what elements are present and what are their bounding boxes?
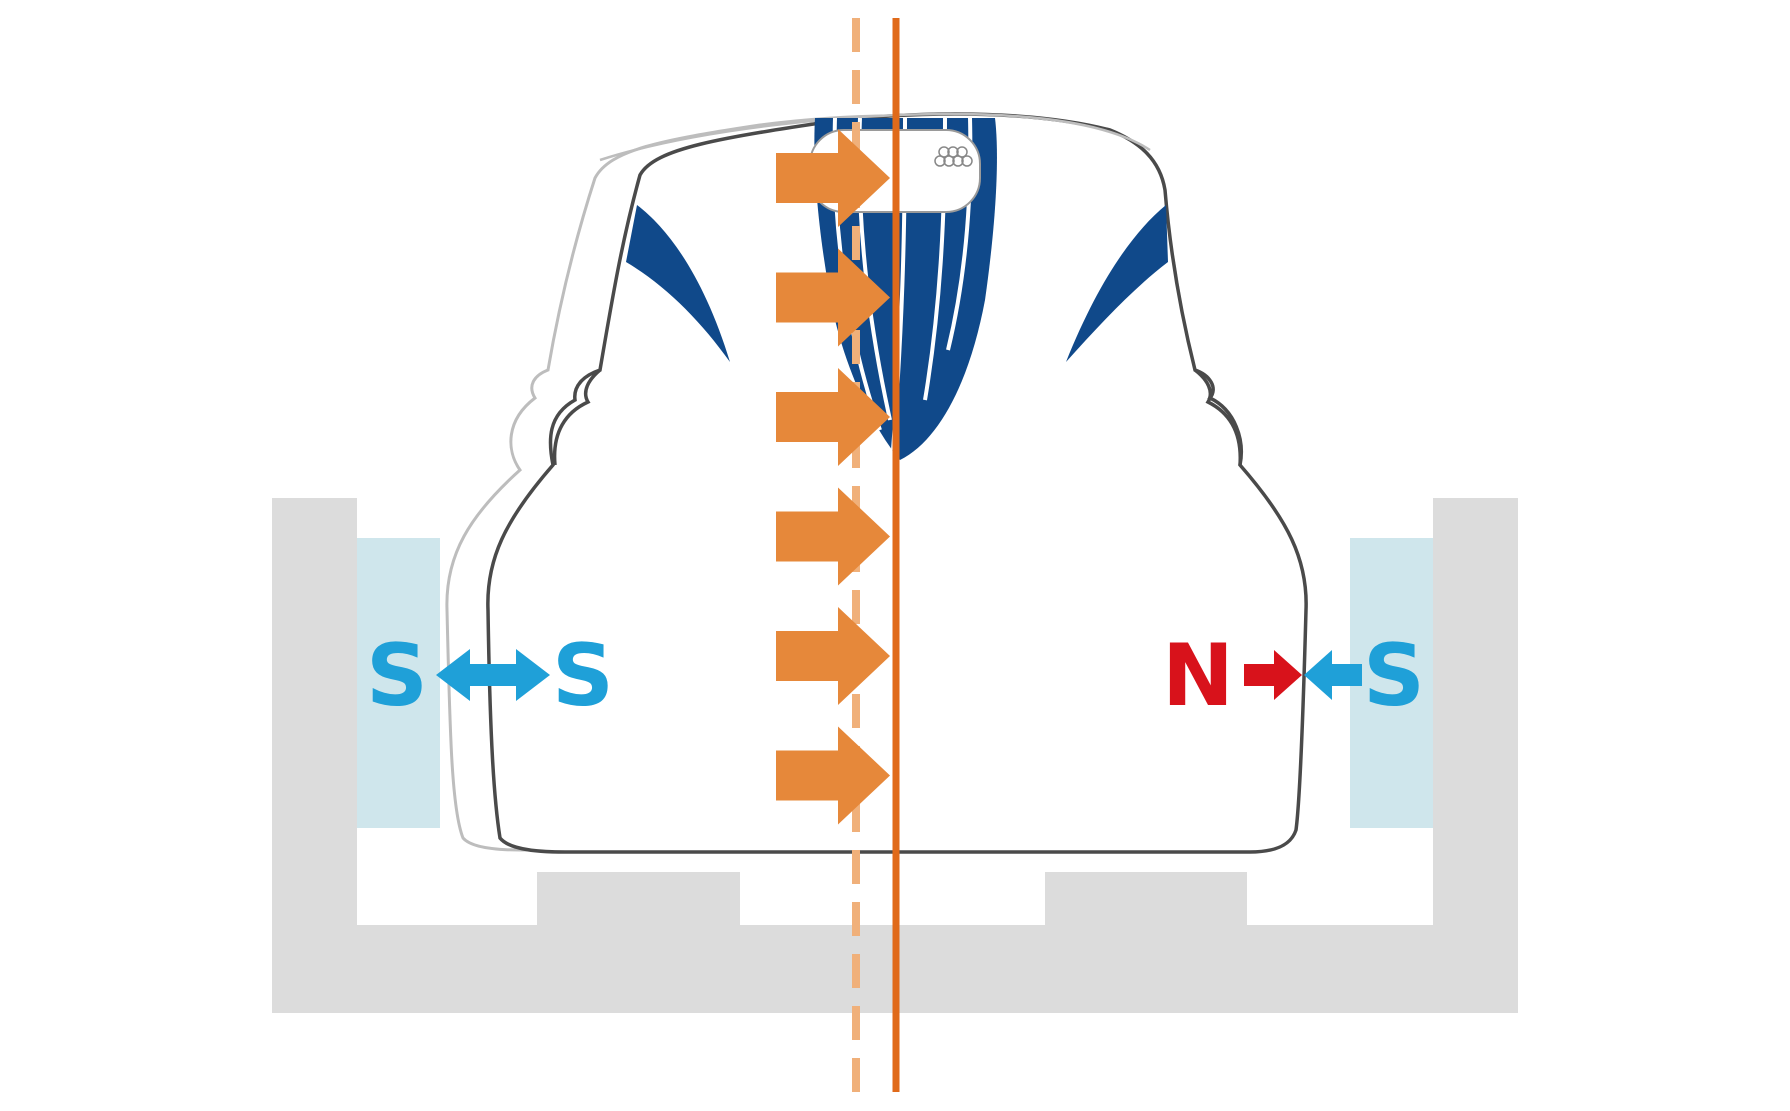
roof-line bbox=[599, 112, 1151, 162]
left-pole-group: S S bbox=[366, 626, 614, 726]
right-pole-group: N S bbox=[1162, 626, 1425, 726]
force-arrow bbox=[776, 129, 890, 227]
right-livery-stripe bbox=[1066, 205, 1168, 362]
force-arrow bbox=[776, 487, 890, 586]
force-arrow bbox=[776, 607, 890, 705]
lateral-force-arrows bbox=[776, 129, 890, 825]
repulsion-double-arrow-icon bbox=[436, 649, 550, 701]
left-side-notch bbox=[552, 368, 602, 466]
left-outer-pole-label: S bbox=[366, 626, 428, 726]
right-outer-pole-label: S bbox=[1363, 626, 1425, 726]
left-livery-stripe bbox=[626, 205, 730, 362]
right-inner-pole-label: N bbox=[1162, 626, 1234, 726]
guideway-channel bbox=[272, 498, 1518, 1013]
guideway bbox=[272, 498, 1518, 1013]
force-arrow bbox=[776, 248, 890, 347]
force-arrow bbox=[776, 726, 890, 825]
left-guideway-magnet bbox=[357, 538, 440, 828]
right-side-notch bbox=[1193, 368, 1242, 466]
left-inner-pole-label: S bbox=[552, 626, 614, 726]
logo-rings-icon bbox=[934, 146, 973, 167]
attraction-arrow-north-icon bbox=[1244, 650, 1302, 700]
train-cross-section bbox=[445, 112, 1308, 854]
attraction-arrow-south-icon bbox=[1304, 650, 1362, 700]
right-guideway-magnet bbox=[1350, 538, 1433, 828]
force-arrow bbox=[776, 368, 890, 466]
